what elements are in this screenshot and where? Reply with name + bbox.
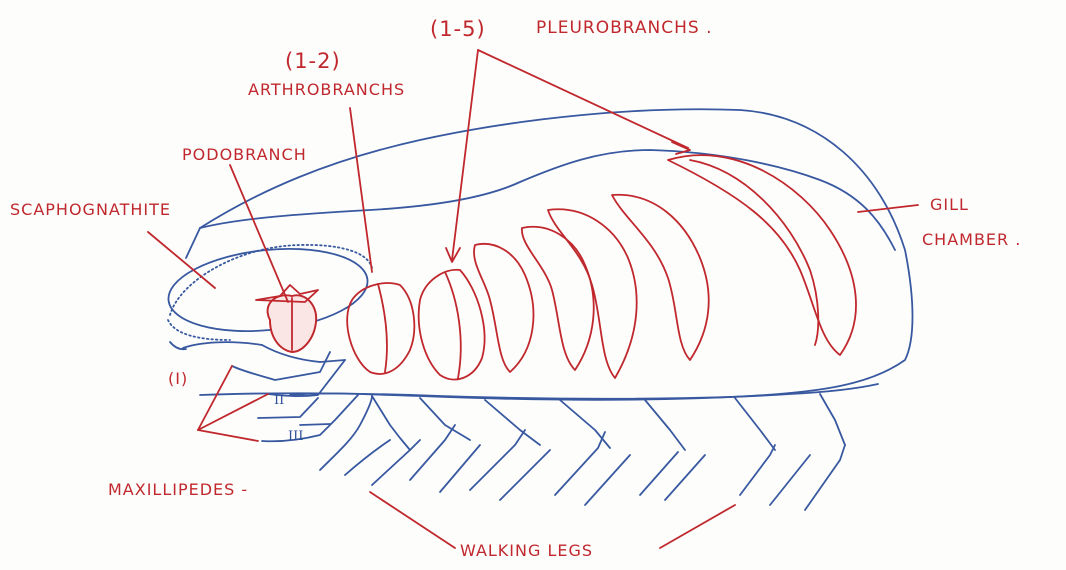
- pleurobranch-4-shape: [612, 195, 709, 360]
- walking-legs-label: WALKING LEGS: [460, 541, 593, 560]
- walking-legs-shape: [320, 394, 845, 510]
- arthrobranch-2-shape: [419, 270, 485, 380]
- arthrobranchs-range-label: (1-2): [285, 49, 341, 73]
- chamber-label: CHAMBER .: [922, 230, 1021, 249]
- arthrobranch-1-shape: [347, 283, 414, 374]
- pleurobranch-5-shape: [668, 155, 856, 355]
- gill-label: GILL: [930, 195, 969, 214]
- maxilliped-3-label: III: [288, 429, 303, 444]
- maxilliped-2-label: II: [274, 393, 284, 408]
- podobranch-shape: [256, 285, 318, 352]
- scaphognathite-label: SCAPHOGNATHITE: [10, 200, 171, 219]
- pleurobranchs-label: PLEUROBRANCHS .: [536, 18, 712, 38]
- maxillipedes-label: MAXILLIPEDES -: [108, 480, 248, 499]
- arthrobranchs-label: ARTHROBRANCHS: [248, 80, 405, 99]
- podobranch-label: PODOBRANCH: [182, 145, 307, 164]
- pleurobranchs-range-label: (1-5): [430, 17, 486, 41]
- maxilliped-1-label: (I): [168, 369, 188, 388]
